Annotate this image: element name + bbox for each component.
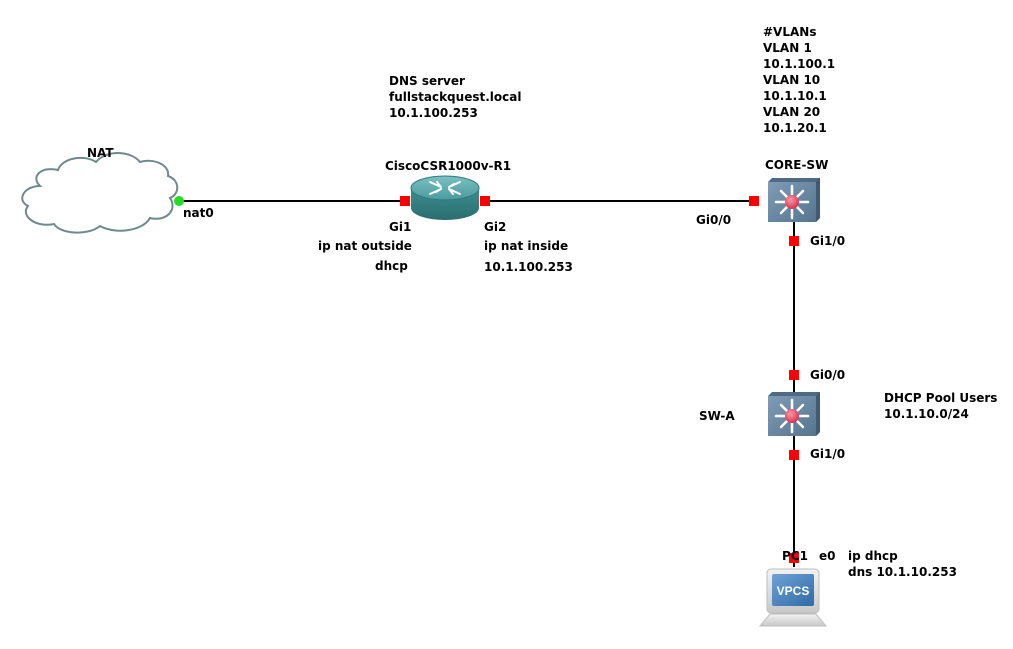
pc1-node[interactable]: VPCS (758, 568, 828, 627)
port-swa-gi00[interactable] (789, 370, 799, 380)
port-core-gi10[interactable] (789, 236, 799, 246)
cloud-icon (21, 152, 179, 234)
port-r1-gi2[interactable] (480, 196, 490, 206)
port-core-gi00[interactable] (749, 196, 759, 206)
note-dhcp-pool: DHCP Pool Users 10.1.10.0/24 (884, 391, 998, 421)
note-vlans: #VLANs VLAN 1 10.1.100.1 VLAN 10 10.1.10… (763, 25, 836, 135)
multilayer-switch-icon (768, 392, 820, 436)
multilayer-switch-icon (768, 178, 820, 222)
note-pc1-config: ip dhcp dns 10.1.10.253 (848, 549, 957, 579)
node-label-pc1: PC1 (782, 549, 808, 563)
vpcs-icon: VPCS (758, 568, 828, 627)
port-label-r1-gi1: Gi1 (389, 220, 412, 234)
note-gi1-nat-outside: ip nat outside (318, 239, 412, 253)
note-gi2-address: 10.1.100.253 (484, 260, 573, 274)
swa-switch-node[interactable] (768, 392, 820, 436)
port-label-core-gi00: Gi0/0 (696, 213, 732, 227)
port-label-swa-gi00: Gi0/0 (810, 368, 846, 382)
router-node[interactable] (410, 175, 480, 220)
port-label-nat0: nat0 (183, 206, 214, 220)
note-gi1-dhcp: dhcp (375, 259, 408, 273)
note-dns-server: DNS server fullstackquest.local 10.1.100… (389, 74, 522, 120)
port-swa-gi10[interactable] (789, 450, 799, 460)
port-label-pc1-e0: e0 (819, 549, 836, 563)
core-switch-node[interactable] (768, 178, 820, 222)
port-label-r1-gi2: Gi2 (484, 220, 507, 234)
router-icon (410, 175, 480, 220)
port-nat0[interactable] (174, 196, 184, 206)
port-r1-gi1[interactable] (400, 196, 410, 206)
node-label-core-sw: CORE-SW (765, 158, 829, 172)
node-label-router: CiscoCSR1000v-R1 (385, 159, 512, 173)
port-label-core-gi10: Gi1/0 (810, 234, 846, 248)
vpcs-screen-label: VPCS (777, 584, 810, 598)
port-pc1-e0[interactable] (789, 553, 799, 563)
nat-cloud-node[interactable] (21, 152, 179, 234)
node-label-sw-a: SW-A (699, 409, 735, 423)
port-label-swa-gi10: Gi1/0 (810, 447, 846, 461)
node-label-nat: NAT (87, 146, 114, 160)
note-gi2-nat-inside: ip nat inside (484, 239, 569, 253)
